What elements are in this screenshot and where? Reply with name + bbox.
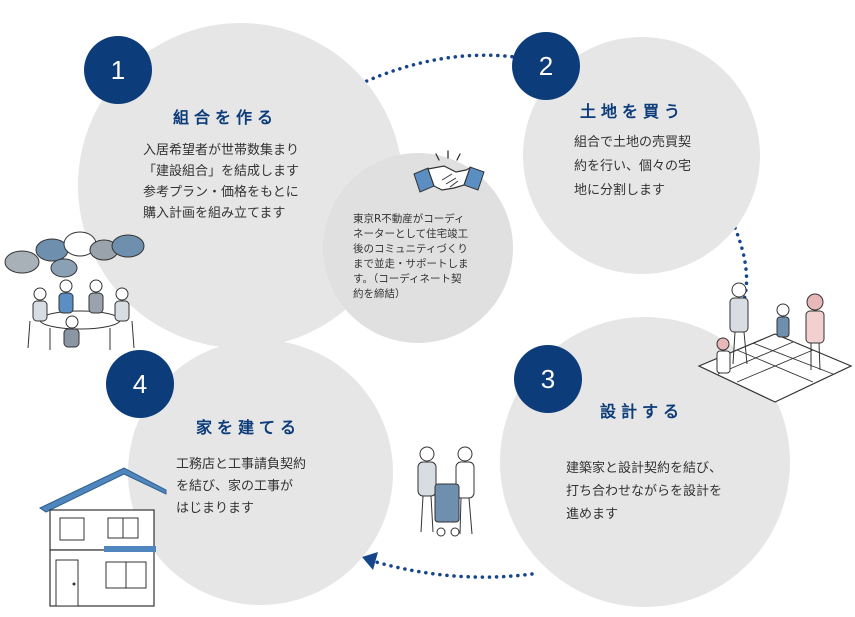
step-1-body-line: 入居希望者が世帯数集まり [143,143,300,158]
step-2-body-line: 組合で土地の売買契 [574,135,692,150]
step-1-body: 入居希望者が世帯数集まり 「建設組合」を結成します 参考プラン・価格をもとに 購… [143,140,299,224]
step-3-body-line: 打ち合わせながらを設計を [566,484,723,499]
step-4-title: 家を建てる [196,418,302,437]
step-3-body-line: 進めます [566,507,619,522]
group-meeting-illustration [4,231,145,350]
step-4-body-line: を結び、家の工事が [176,479,294,494]
center-body-line: 東京R不動産がコーディ [353,213,465,225]
handshake-icon [413,150,485,193]
connector-arrowhead [362,552,378,570]
step-2-badge: 2 [512,32,580,100]
step-2-body: 組合で土地の売買契 約を行い、個々の宅 地に分割します [574,131,691,203]
step-1-title: 組合を作る [173,108,279,127]
step-1-body-line: 参考プラン・価格をもとに [143,185,299,200]
connector-1-to-2 [358,53,517,86]
step-4-body-line: はじまります [176,501,255,516]
step-1-body-line: 「建設組合」を結成します [143,164,300,179]
center-body: 東京R不動産がコーディ ネーターとして住宅竣工 後のコミュニティづくり まで並走… [353,212,469,302]
step-4-body-line: 工務店と工事請負契約 [176,457,307,472]
center-body-line: 約を締結） [353,288,406,300]
step-2-body-line: 約を行い、個々の宅 [574,159,692,174]
center-body-line: ネーターとして住宅竣工 [353,228,469,240]
center-body-line: 後のコミュニティづくり [353,243,468,255]
house-illustration [38,467,167,607]
step-2-title: 土地を買う [580,102,686,121]
center-body-line: す。（コーディネート契 [353,273,462,285]
step-2-body-line: 地に分割します [574,183,666,198]
step-3-body: 建築家と設計契約を結び、 打ち合わせながらを設計を 進めます [566,457,722,526]
step-3-badge: 3 [514,345,582,413]
family-on-floorplan-illustration [697,282,853,403]
step-3-title: 設計する [600,402,685,421]
step-4-body: 工務店と工事請負契約 を結び、家の工事が はじまります [176,454,306,520]
connector-2-to-3 [733,226,749,302]
center-body-line: まで並走・サポートしま [353,258,469,270]
architect-and-family-illustration [417,446,475,537]
step-1-badge: 1 [84,36,152,104]
step-1-body-line: 購入計画を組み立てます [143,206,286,221]
connector-3-to-4 [374,560,534,579]
step-3-body-line: 建築家と設計契約を結び、 [566,461,723,476]
step-4-badge: 4 [106,350,174,418]
